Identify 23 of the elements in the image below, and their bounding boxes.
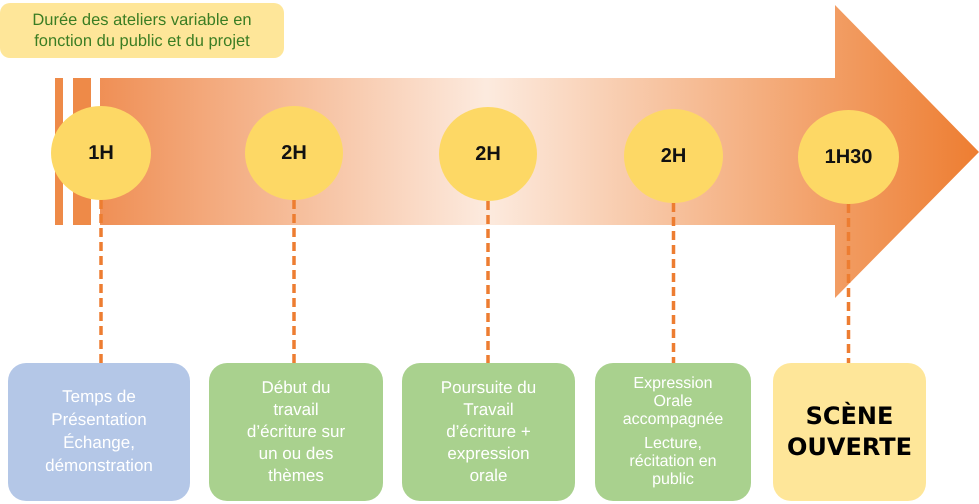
dashed-connector <box>672 203 676 363</box>
dashed-connector <box>486 201 490 363</box>
dashed-connector <box>99 200 103 363</box>
step-card <box>773 363 926 501</box>
note-box <box>0 3 284 58</box>
step-card <box>8 363 190 501</box>
step-card <box>402 363 575 501</box>
duration-label: 2H <box>660 144 686 168</box>
step-text: Temps de Présentation Échange, démonstration <box>44 386 154 477</box>
step-text: Poursuite du Travail d’écriture + expression orale <box>440 376 538 488</box>
step-text: Lecture, récitation en public <box>628 435 718 490</box>
duration-label: 1H30 <box>824 145 872 169</box>
step-card <box>209 363 383 501</box>
step-text: Début du travail d’écriture sur un ou des thèmes <box>246 376 346 488</box>
note-text: Durée des ateliers variable en fonction du public et du projet <box>31 10 253 52</box>
duration-label: 1H <box>88 141 114 165</box>
dashed-connector <box>846 204 850 363</box>
duration-label: 2H <box>281 141 307 165</box>
step-card <box>595 363 751 501</box>
duration-label: 2H <box>475 142 501 166</box>
step-text: Expression Orale accompagnée <box>622 374 724 429</box>
dashed-connector <box>292 200 296 363</box>
step-text: SCÈNE OUVERTE <box>786 400 914 463</box>
